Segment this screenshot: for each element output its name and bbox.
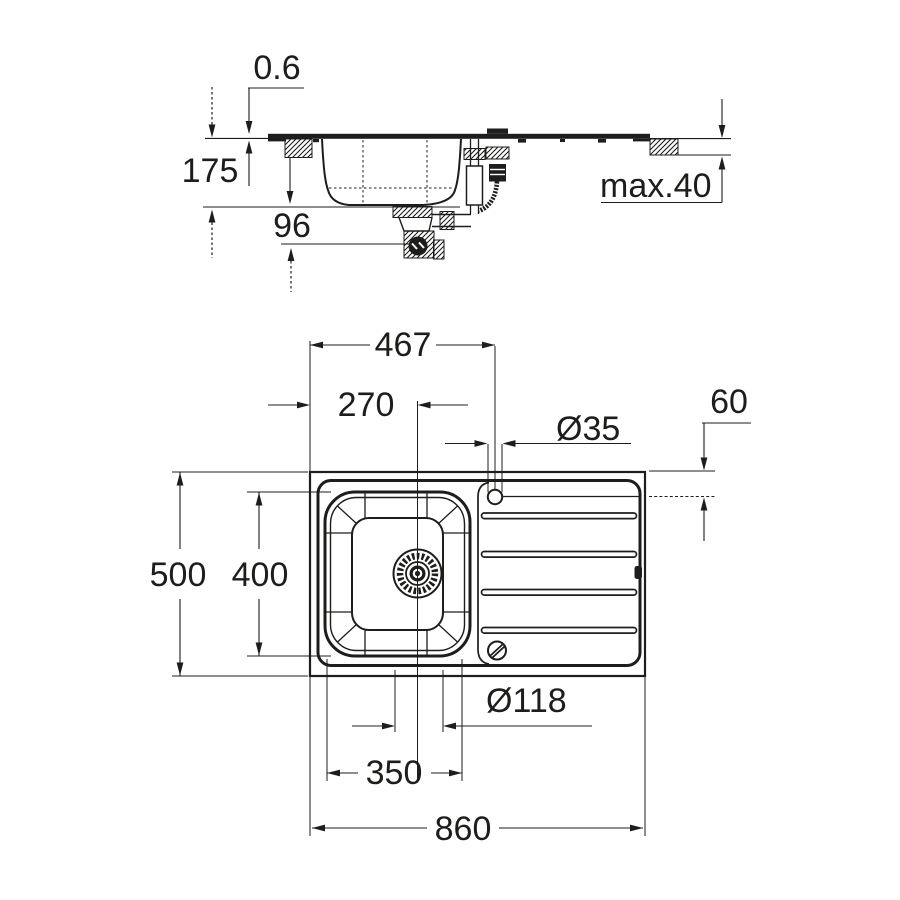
dim-text-countertop-thickness: max.40 <box>600 167 712 205</box>
countertop-and-deck <box>205 133 731 158</box>
sink-deck-section <box>268 133 650 139</box>
bowl-plan <box>323 490 472 658</box>
drainer-groove <box>480 626 638 634</box>
dim-text-faucet-from-back: 60 <box>710 383 748 421</box>
dim-faucet-from-left: 467 <box>310 326 495 364</box>
dim-overall-width: 860 <box>312 810 643 848</box>
dim-countertop-thickness: max.40 <box>600 99 726 205</box>
countertop-hatch-left <box>284 138 313 158</box>
dim-text-bowl-center-from-left: 270 <box>338 386 395 424</box>
dim-trap-offset: 96 <box>203 158 460 292</box>
dim-bowl-width: 350 <box>327 754 462 792</box>
dim-text-faucet-hole-diameter: Ø35 <box>556 410 620 448</box>
section-view: 0.6 175 96 max.40 <box>182 49 731 292</box>
trap-knob <box>408 236 428 256</box>
countertop-hatch-right <box>649 138 679 156</box>
dim-faucet-hole-diameter: Ø35 <box>445 410 631 448</box>
overflow-pipe <box>463 139 486 214</box>
dim-overall-depth: 500 <box>150 472 207 676</box>
dim-text-bowl-width: 350 <box>366 754 423 792</box>
drain-trap-assembly <box>392 206 471 260</box>
dim-text-trap-offset: 96 <box>273 207 311 245</box>
flex-hose <box>477 181 500 214</box>
dim-drain-diameter: Ø118 <box>352 682 592 730</box>
dim-rim-height: 0.6 <box>245 49 304 186</box>
dim-text-bowl-length: 400 <box>232 556 289 594</box>
dim-text-overall-depth: 500 <box>150 556 207 594</box>
faucet-hole <box>486 488 640 506</box>
bowl-wall-panel-lines <box>326 493 469 655</box>
drainer-groove <box>480 588 638 596</box>
dim-faucet-from-back: 60 <box>700 383 751 541</box>
dim-text-bowl-depth: 175 <box>182 152 239 190</box>
dim-text-rim-height: 0.6 <box>253 49 300 87</box>
dim-bowl-depth: 175 <box>182 87 239 258</box>
dim-bowl-length: 400 <box>232 492 289 656</box>
dim-text-faucet-from-left: 467 <box>375 326 432 364</box>
sink-outer-edge <box>308 470 647 678</box>
faucet-fitting <box>477 128 510 214</box>
extension-lines <box>172 341 715 836</box>
bowl-section <box>321 138 462 206</box>
rim-clip <box>634 566 642 579</box>
plan-view: 467 270 Ø35 60 <box>150 326 751 848</box>
sink-rim <box>316 479 642 667</box>
drainer-groove <box>480 550 638 558</box>
drainer-outlet-screw <box>487 640 507 661</box>
faucet-hole-cap <box>487 128 508 134</box>
drainer-groove <box>480 512 638 520</box>
dim-text-drain-diameter: Ø118 <box>486 682 567 720</box>
dim-text-overall-width: 860 <box>435 810 492 848</box>
dim-bowl-center-from-left: 270 <box>268 386 468 424</box>
drainer-board <box>477 481 642 665</box>
